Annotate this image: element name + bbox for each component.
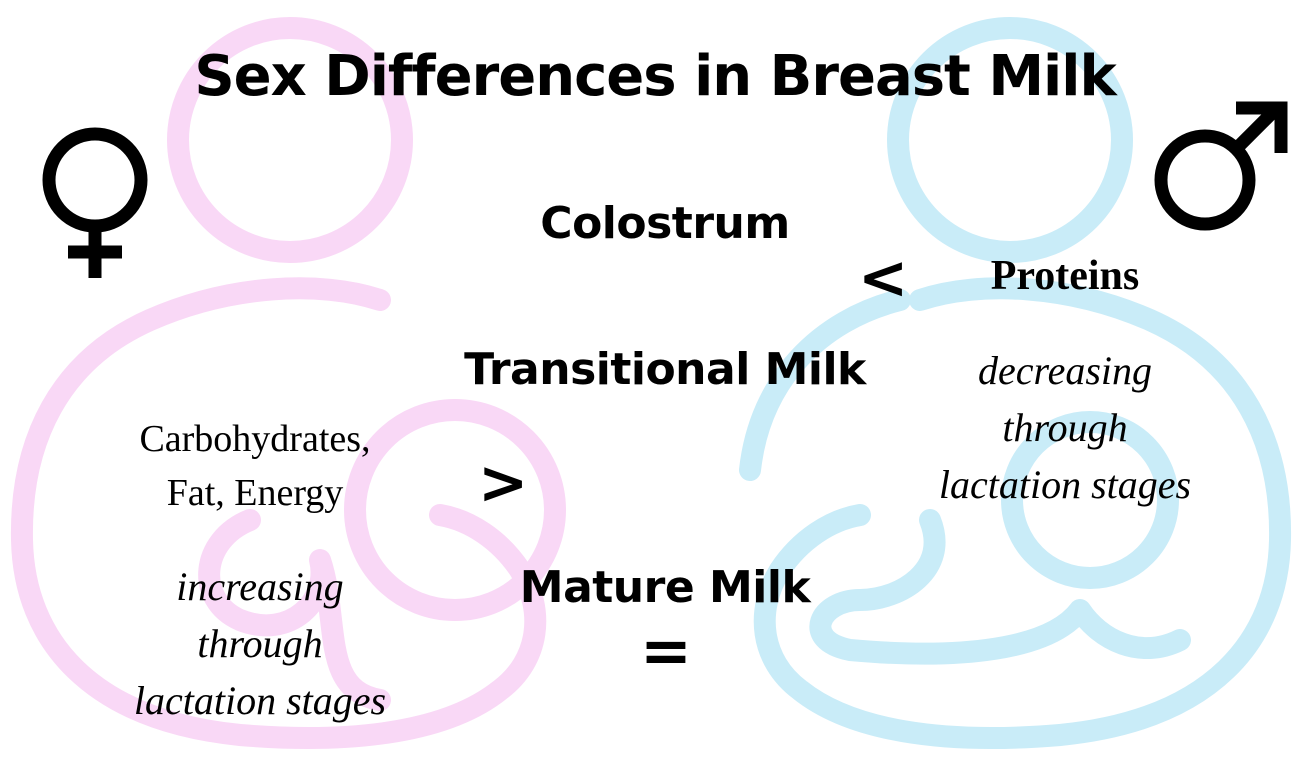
female-mother-head [167, 17, 413, 263]
male-trend-line: decreasing [977, 348, 1153, 393]
female-nutrients-line: Fat, Energy [166, 472, 344, 514]
male-mother-head [887, 17, 1133, 263]
female-trend-line: increasing [176, 564, 344, 609]
equal-operator: = [640, 614, 692, 687]
male-nutrients-text: Proteins [990, 253, 1140, 299]
stage-colostrum-label: Colostrum [540, 198, 790, 249]
male-mother-figure [739, 17, 1292, 749]
female-nutrients-text: Carbohydrates, Fat, Energy [70, 412, 440, 520]
female-trend-text: increasing through lactation stages [60, 558, 460, 729]
female-baby-body [198, 509, 391, 711]
female-nutrients-line: Carbohydrates, [139, 418, 371, 460]
female-symbol-icon [42, 127, 148, 278]
male-mother-shoulder [739, 289, 911, 481]
less-than-operator: < [858, 243, 909, 313]
male-baby-body [809, 509, 1191, 665]
female-mother-body [10, 277, 547, 749]
male-symbol-icon [1154, 101, 1288, 231]
male-baby-head [1001, 411, 1179, 589]
female-trend-line: lactation stages [133, 678, 387, 723]
female-trend-line: through [197, 621, 323, 666]
male-trend-line: lactation stages [938, 462, 1192, 507]
male-trend-line: through [1002, 405, 1128, 450]
stage-transitional-label: Transitional Milk [464, 344, 866, 395]
female-mother-figure [10, 17, 566, 749]
male-mother-body [753, 277, 1292, 749]
diagram-title: Sex Differences in Breast Milk [194, 44, 1116, 109]
greater-than-operator: > [478, 448, 529, 518]
stage-mature-label: Mature Milk [519, 562, 811, 613]
male-trend-text: decreasing through lactation stages [865, 342, 1265, 513]
female-baby-head [344, 399, 566, 621]
